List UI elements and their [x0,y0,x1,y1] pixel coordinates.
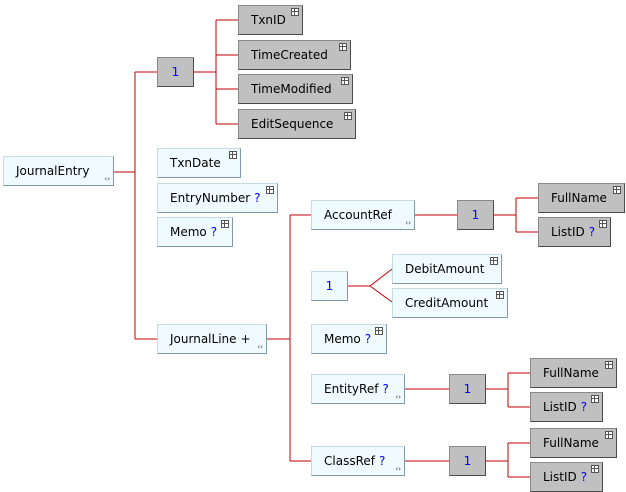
account-ref-sequence-label: 1 [471,208,480,222]
optional-marker: ? [588,225,596,239]
expand-icon[interactable]: ‹› [257,343,263,351]
attribute-icon [605,361,613,369]
class-fullname-label: FullName [543,436,599,450]
attribute-icon [291,8,299,16]
journal-entry-label: JournalEntry [16,164,90,178]
class-ref-node[interactable]: ClassRef ? ‹› [311,446,405,476]
txndate-label: TxnDate [170,156,221,170]
journal-line-label: JournalLine [170,332,237,346]
attribute-icon [613,186,621,194]
account-fullname-label: FullName [551,191,607,205]
entity-listid-label: ListID [543,400,577,414]
attribute-icon [221,220,229,228]
debitamount-label: DebitAmount [405,262,485,276]
attribute-icon [490,257,498,265]
expand-icon[interactable]: ‹› [104,175,110,183]
amount-choice-label: 1 [325,279,334,293]
class-listid-label: ListID [543,470,577,484]
entity-ref-sequence-label: 1 [463,382,472,396]
entity-ref-label: EntityRef [324,382,379,396]
attribute-icon [266,186,274,194]
txnid-label: TxnID [251,13,286,27]
attribute-icon [605,431,613,439]
entrynumber-node[interactable]: EntryNumber ? [157,183,278,213]
optional-marker: ? [364,332,372,346]
journal-entry-node[interactable]: JournalEntry ‹› [3,156,114,186]
account-fullname-node[interactable]: FullName [538,183,625,213]
entity-listid-node[interactable]: ListID ? [530,392,603,422]
optional-marker: ? [210,225,218,239]
class-ref-label: ClassRef [324,454,375,468]
entity-fullname-label: FullName [543,366,599,380]
optional-marker: ? [382,382,389,396]
repeat-marker: + [240,332,251,346]
attribute-icon [344,112,352,120]
header-sequence-node[interactable]: 1 [157,57,194,87]
memo-node[interactable]: Memo ? [157,217,233,247]
optional-marker: ? [378,454,386,468]
journal-line-node[interactable]: JournalLine + ‹› [157,324,267,354]
attribute-icon [229,151,237,159]
account-listid-label: ListID [551,225,585,239]
timecreated-node[interactable]: TimeCreated [238,40,351,70]
attribute-icon [599,220,607,228]
creditamount-label: CreditAmount [405,296,489,310]
account-listid-node[interactable]: ListID ? [538,217,611,247]
amount-choice-node[interactable]: 1 [311,271,348,301]
optional-marker: ? [254,191,261,205]
attribute-icon [496,291,504,299]
entity-ref-sequence-node[interactable]: 1 [449,374,486,404]
timemodified-node[interactable]: TimeModified [238,74,353,104]
entity-fullname-node[interactable]: FullName [530,358,617,388]
attribute-icon [375,327,383,335]
class-fullname-node[interactable]: FullName [530,428,617,458]
line-memo-label: Memo [324,332,361,346]
optional-marker: ? [580,470,588,484]
debitamount-node[interactable]: DebitAmount [392,254,502,284]
timemodified-label: TimeModified [251,82,332,96]
class-listid-node[interactable]: ListID ? [530,462,603,492]
account-ref-label: AccountRef [324,208,392,222]
class-ref-sequence-label: 1 [463,454,472,468]
attribute-icon [591,395,599,403]
account-ref-node[interactable]: AccountRef ‹› [311,200,415,230]
attribute-icon [341,77,349,85]
entrynumber-label: EntryNumber [170,191,251,205]
optional-marker: ? [580,400,588,414]
editsequence-node[interactable]: EditSequence [238,109,356,139]
expand-icon[interactable]: ‹› [405,219,411,227]
creditamount-node[interactable]: CreditAmount [392,288,508,318]
expand-icon[interactable]: ‹› [395,393,401,401]
editsequence-label: EditSequence [251,117,334,131]
entity-ref-node[interactable]: EntityRef ? ‹› [311,374,405,404]
txndate-node[interactable]: TxnDate [157,148,241,178]
attribute-icon [339,43,347,51]
account-ref-sequence-node[interactable]: 1 [457,200,494,230]
txnid-node[interactable]: TxnID [238,5,303,35]
memo-label: Memo [170,225,207,239]
header-sequence-label: 1 [171,65,180,79]
class-ref-sequence-node[interactable]: 1 [449,446,486,476]
attribute-icon [591,465,599,473]
line-memo-node[interactable]: Memo ? [311,324,387,354]
expand-icon[interactable]: ‹› [395,465,401,473]
timecreated-label: TimeCreated [251,48,328,62]
